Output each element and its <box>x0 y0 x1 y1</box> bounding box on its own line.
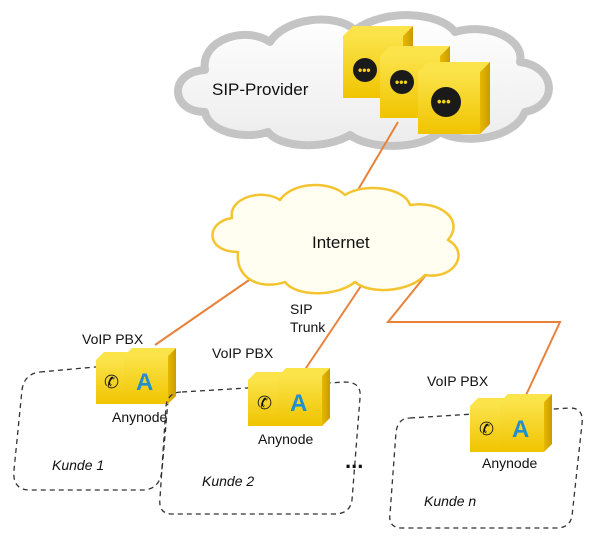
chat-bubble-icon <box>353 58 377 82</box>
anynode-box: A <box>500 394 552 452</box>
anynode-label: Anynode <box>258 431 313 447</box>
site-boundary <box>159 381 361 515</box>
sip-trunk-line2: Trunk <box>290 319 326 335</box>
pbx-label: VoIP PBX <box>82 331 144 347</box>
anynode-box: A <box>124 348 176 404</box>
svg-text:•••: ••• <box>358 63 371 77</box>
customer-site-1: VoIP PBX ✆ A Anynode Kunde 1 <box>13 331 176 491</box>
customer-label: Kunde n <box>424 493 476 509</box>
anynode-label: Anynode <box>112 409 167 425</box>
pbx-label: VoIP PBX <box>427 373 489 389</box>
sip-trunk-label: SIP Trunk <box>290 301 326 335</box>
anynode-logo-icon: A <box>290 390 307 417</box>
anynode-logo-icon: A <box>136 369 153 396</box>
anynode-logo-icon: A <box>512 416 529 443</box>
chat-bubble-icon <box>390 70 414 94</box>
internet-label: Internet <box>312 233 370 252</box>
phone-icon: ✆ <box>257 393 272 413</box>
svg-text:•••: ••• <box>437 94 451 109</box>
anynode-label: Anynode <box>482 455 537 471</box>
customer-label: Kunde 2 <box>202 473 254 489</box>
pbx-label: VoIP PBX <box>212 345 274 361</box>
server-box: ••• <box>418 62 490 134</box>
more-customers-ellipsis: ... <box>345 448 363 473</box>
link-kunde-2 <box>297 279 366 381</box>
site-boundary <box>389 407 583 529</box>
chat-bubble-icon <box>431 87 461 117</box>
svg-text:•••: ••• <box>395 75 408 89</box>
phone-icon: ✆ <box>479 419 494 439</box>
provider-servers: ••• ••• ••• <box>343 26 490 134</box>
link-kunde-n <box>385 269 562 409</box>
phone-icon: ✆ <box>104 372 119 392</box>
internet-cloud: Internet <box>211 183 460 295</box>
customer-label: Kunde 1 <box>52 457 104 473</box>
sip-trunk-line1: SIP <box>290 301 313 317</box>
anynode-box: A <box>278 368 330 426</box>
sip-provider-label: SIP-Provider <box>212 80 309 99</box>
customer-site-2: VoIP PBX ✆ A Anynode Kunde 2 <box>159 345 361 515</box>
connections <box>154 121 562 409</box>
customer-site-n: VoIP PBX ✆ A Anynode Kunde n <box>389 373 583 529</box>
link-kunde-1 <box>154 277 253 346</box>
provider-internet-link <box>351 121 399 201</box>
